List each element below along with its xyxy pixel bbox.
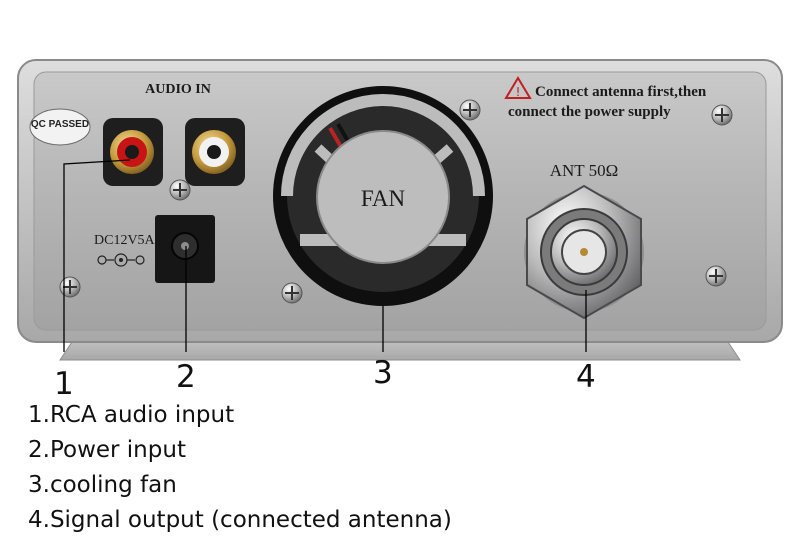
legend-item-cooling-fan: 3.cooling fan (28, 472, 177, 498)
callout-number-1: 1 (54, 366, 74, 402)
warning-line-2: connect the power supply (508, 104, 671, 120)
fan-label: FAN (361, 186, 406, 211)
callout-number-2: 2 (176, 359, 196, 395)
screw-icon (711, 104, 733, 126)
power-rating-label: DC12V5A (94, 233, 156, 248)
legend: 1.RCA audio input 2.Power input 3.coolin… (28, 398, 452, 538)
rca-red-jack[interactable] (103, 118, 163, 186)
callout-number-3: 3 (373, 355, 393, 391)
warning-line-1: Connect antenna first,then (535, 84, 707, 100)
callout-number-4: 4 (576, 359, 596, 395)
bnc-antenna-connector[interactable] (524, 184, 644, 320)
screw-icon (459, 99, 481, 121)
rca-white-jack[interactable] (185, 118, 245, 186)
screw-icon (59, 276, 81, 298)
legend-item-signal-output: 4.Signal output (connected antenna) (28, 507, 452, 533)
screw-icon (281, 282, 303, 304)
antenna-label: ANT 50Ω (550, 161, 619, 180)
svg-text:!: ! (516, 85, 521, 99)
qc-passed-badge: QC PASSED (29, 108, 91, 146)
callout-line-1 (63, 159, 131, 352)
audio-in-label: AUDIO IN (145, 82, 211, 97)
warning-icon: ! (504, 76, 532, 99)
cooling-fan: FAN (273, 86, 493, 306)
dc-power-jack[interactable] (155, 215, 215, 283)
dc-polarity-icon (97, 253, 145, 267)
qc-badge-text: QC PASSED (31, 119, 89, 130)
legend-item-rca-audio-input: 1.RCA audio input (28, 402, 235, 428)
screw-icon (169, 179, 191, 201)
screw-icon (705, 265, 727, 287)
legend-item-power-input: 2.Power input (28, 437, 186, 463)
